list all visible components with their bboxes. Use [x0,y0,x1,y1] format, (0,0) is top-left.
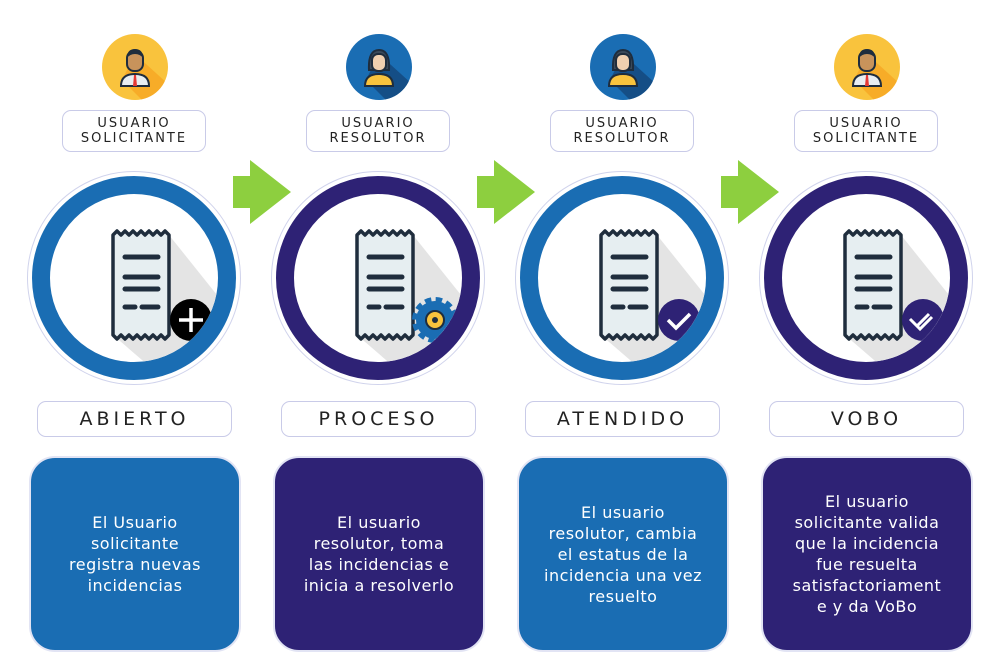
status-label: VOBO [769,401,964,437]
female-user-icon [590,34,656,100]
role-line-1: USUARIO [97,116,171,131]
status-ring [271,171,485,385]
arrow-right-icon [721,160,779,224]
role-line-1: USUARIO [341,116,415,131]
status-ring [27,171,241,385]
role-line-2: RESOLUTOR [329,131,427,146]
step-abierto: USUARIO SOLICITANTE ABIERTO El Usuario s… [13,0,257,671]
arrow-right-icon [477,160,535,224]
role-label: USUARIO RESOLUTOR [550,110,694,152]
role-line-2: SOLICITANTE [812,131,920,146]
role-line-1: USUARIO [829,116,903,131]
status-label: ABIERTO [37,401,232,437]
role-label: USUARIO SOLICITANTE [794,110,938,152]
step-vobo: USUARIO SOLICITANTE VOBO El usuario soli… [745,0,989,671]
status-ring [759,171,973,385]
step-proceso: USUARIO RESOLUTOR PROCESO El usuario res… [257,0,501,671]
status-ring [515,171,729,385]
role-line-2: RESOLUTOR [573,131,671,146]
description-box: El Usuario solicitante registra nuevas i… [29,456,241,652]
male-user-icon [102,34,168,100]
arrow-right-icon [233,160,291,224]
female-user-icon [346,34,412,100]
description-box: El usuario resolutor, cambia el estatus … [517,456,729,652]
role-line-2: SOLICITANTE [80,131,188,146]
step-atendido: USUARIO RESOLUTOR ATENDIDO El usuario re… [501,0,745,671]
role-line-1: USUARIO [585,116,659,131]
role-label: USUARIO SOLICITANTE [62,110,206,152]
description-box: El usuario resolutor, toma las incidenci… [273,456,485,652]
status-label: PROCESO [281,401,476,437]
male-user-icon [834,34,900,100]
status-label: ATENDIDO [525,401,720,437]
role-label: USUARIO RESOLUTOR [306,110,450,152]
description-box: El usuario solicitante valida que la inc… [761,456,973,652]
